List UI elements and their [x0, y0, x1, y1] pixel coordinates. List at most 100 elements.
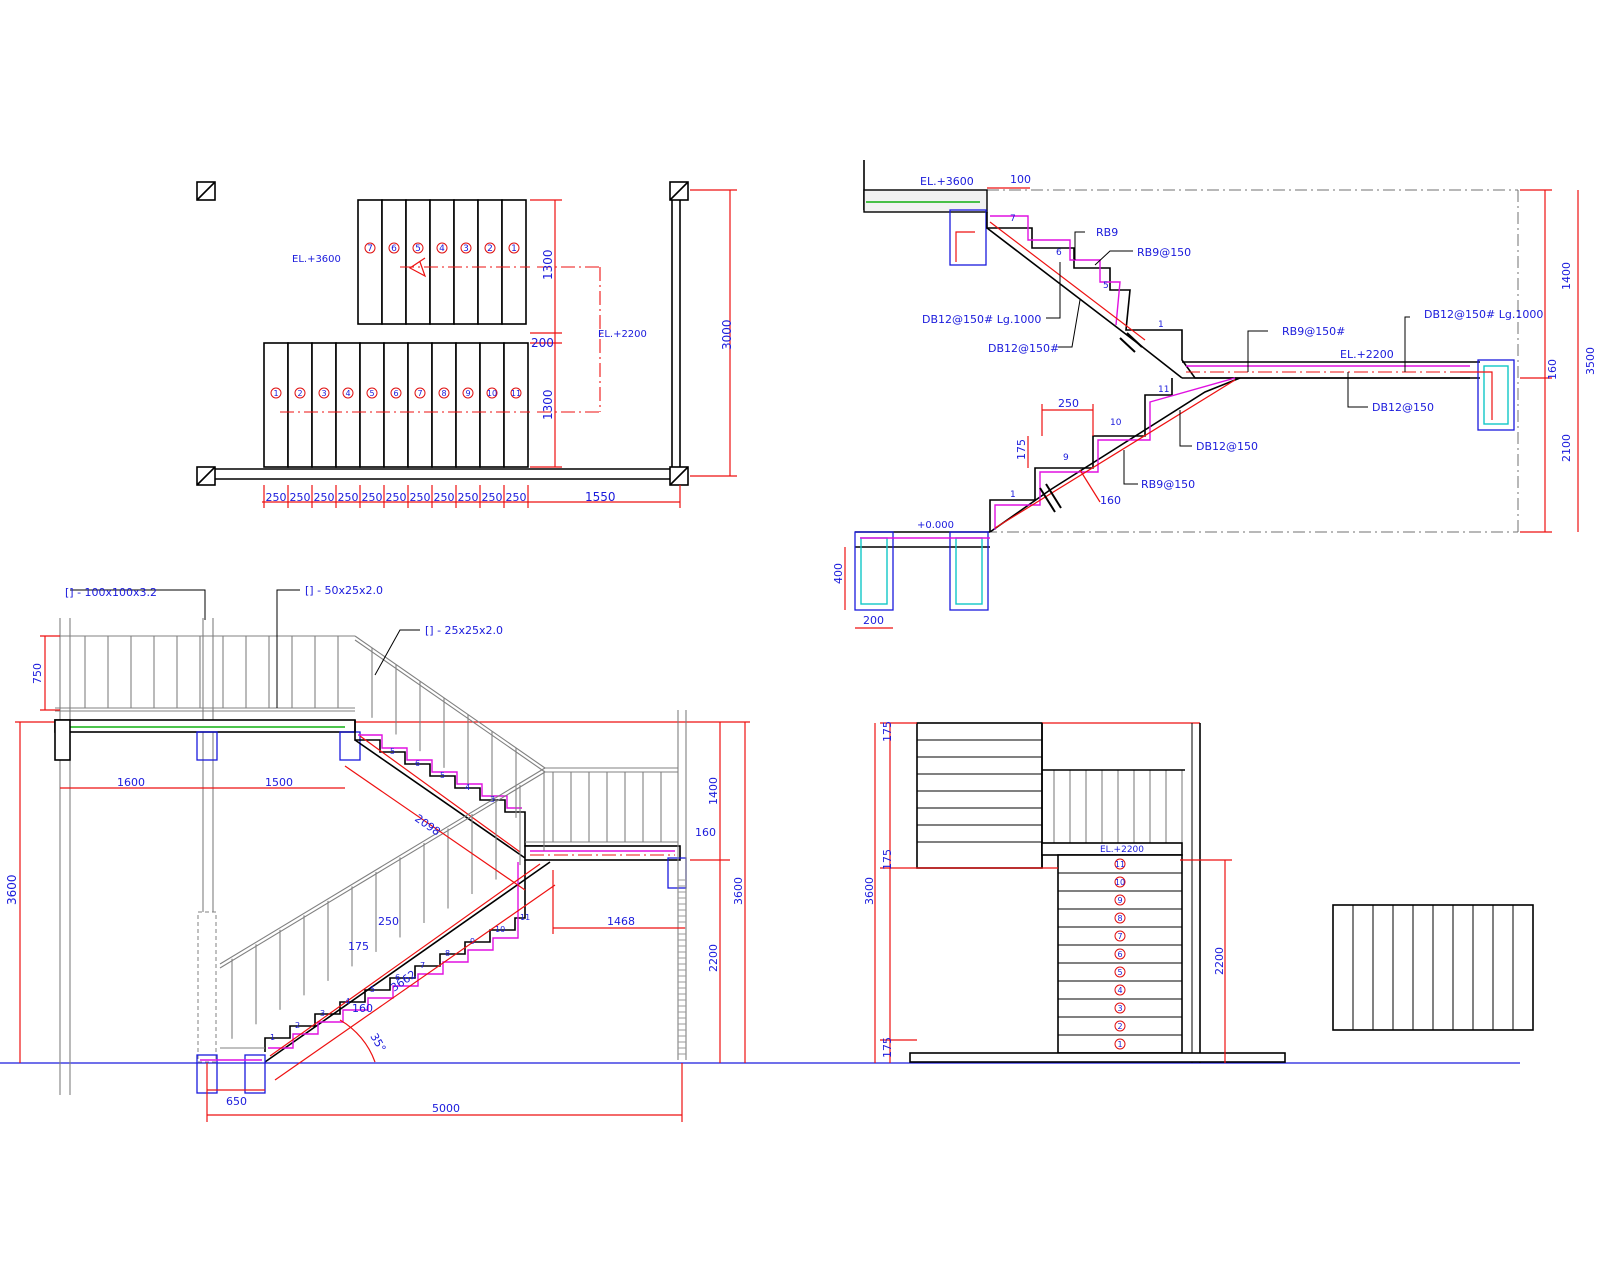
upper-flight-side [916, 722, 1043, 869]
tread-dim: 250 [506, 491, 527, 504]
upper-flight-railing [371, 647, 517, 818]
tread-dim: 250 [458, 491, 479, 504]
tread [407, 342, 433, 468]
sec-dim-riser: 175 [1015, 439, 1028, 460]
elev-dim-2200: 2200 [707, 944, 720, 972]
tread-mark: 1 [511, 244, 517, 254]
step-number: 5 [440, 771, 445, 780]
step-number: 1 [270, 1033, 275, 1042]
side-step-mark: 2 [1117, 1022, 1122, 1031]
tread-dim: 250 [266, 491, 287, 504]
tread-mark: 7 [417, 389, 422, 398]
mid-landing-railing [552, 772, 662, 842]
step-number: 3 [320, 1009, 325, 1018]
step-number: 10 [495, 925, 505, 934]
step-number: 7 [420, 961, 425, 970]
elev-dim-1500: 1500 [265, 776, 293, 789]
tread [477, 199, 503, 325]
tread-mark: 6 [391, 244, 397, 254]
side-step-mark: 8 [1117, 914, 1122, 923]
mid-landing-slab [524, 845, 681, 861]
plan-dim-gap: 200 [531, 336, 554, 350]
rebar-rb9-150: RB9@150 [1137, 246, 1191, 259]
lower-flight-side [1057, 854, 1183, 1054]
tread-dim: 250 [386, 491, 407, 504]
column-marker [669, 181, 689, 201]
plan-dim-width-upper: 1300 [541, 249, 555, 280]
side-dim-175-top: 175 [881, 721, 894, 742]
sec-dim-lower-height: 2100 [1560, 434, 1573, 462]
top-slab [863, 189, 988, 213]
sec-dim-beam-depth: 400 [832, 563, 845, 584]
rebar-rb9-150-c: RB9@150 [1141, 478, 1195, 491]
tread [479, 342, 505, 468]
tread [263, 342, 289, 468]
rebar-db12-lg1000-a: DB12@150# Lg.1000 [922, 313, 1041, 326]
tread-dim: 250 [482, 491, 503, 504]
rebar-section: EL.+3600 100 EL.+2200 +0.000 7 6 5 1 11 … [832, 160, 1597, 629]
plan-dim-landing: 1550 [585, 490, 616, 504]
tread [335, 342, 361, 468]
tread-dim: 250 [314, 491, 335, 504]
tread-mark: 7 [367, 244, 373, 254]
plan-dim-total: 3000 [720, 319, 734, 350]
step-number: 6 [415, 759, 420, 768]
sec-step-1u: 1 [1158, 320, 1164, 330]
step-number: 4 [345, 997, 350, 1006]
tread-dim: 250 [362, 491, 383, 504]
sec-dim-slab: 100 [1010, 173, 1031, 186]
sec-elev-mid: EL.+2200 [1340, 348, 1394, 361]
elev-dim-1600: 1600 [117, 776, 145, 789]
elev-dim-5000: 5000 [432, 1102, 460, 1115]
elev-dim-160-waist: 160 [352, 1002, 373, 1015]
plan-elev-upper: EL.+3600 [292, 254, 341, 265]
side-dim-175-mid: 175 [881, 849, 894, 870]
sec-step-9: 9 [1063, 453, 1069, 463]
elev-dim-upper-flight: 2098 [412, 812, 442, 839]
tread [287, 342, 313, 468]
side-step-mark: 1 [1117, 1040, 1122, 1049]
tread-mark: 2 [297, 389, 302, 398]
step-number: 6 [395, 973, 400, 982]
top-beam [949, 209, 987, 266]
section-label-25x25: [] - 25x25x2.0 [425, 624, 503, 637]
rebar-rb9: RB9 [1096, 226, 1118, 239]
tread [455, 342, 481, 468]
tread [357, 199, 383, 325]
sec-dim-upper-height: 1400 [1560, 262, 1573, 290]
sec-dim-total-height: 3500 [1584, 347, 1597, 375]
sec-step-11: 11 [1158, 385, 1169, 395]
tread [429, 199, 455, 325]
sec-dim-waist: 160 [1100, 494, 1121, 507]
elev-dim-1468: 1468 [607, 915, 635, 928]
elev-dim-160: 160 [695, 826, 716, 839]
side-ground-slab [909, 1052, 1286, 1063]
elev-dim-650: 650 [226, 1095, 247, 1108]
landing-beam [1477, 359, 1515, 431]
tread-mark: 8 [441, 389, 446, 398]
tread [311, 342, 337, 468]
step-number: 2 [295, 1021, 300, 1030]
step-number: 5 [390, 747, 395, 756]
tread [383, 342, 409, 468]
tread [503, 342, 529, 468]
side-step-mark: 6 [1117, 950, 1122, 959]
rebar-rb9-150-b: RB9@150# [1282, 325, 1345, 338]
elev-dim-rail-height: 750 [31, 663, 44, 684]
column-marker [196, 466, 216, 486]
sec-dim-beam-width: 200 [863, 614, 884, 627]
step-number: 5 [370, 985, 375, 994]
side-step-mark: 10 [1115, 878, 1125, 887]
tread [359, 342, 385, 468]
rebar-db12-a: DB12@150# [988, 342, 1059, 355]
column-marker [669, 466, 689, 486]
sec-step-6: 6 [1056, 248, 1062, 258]
